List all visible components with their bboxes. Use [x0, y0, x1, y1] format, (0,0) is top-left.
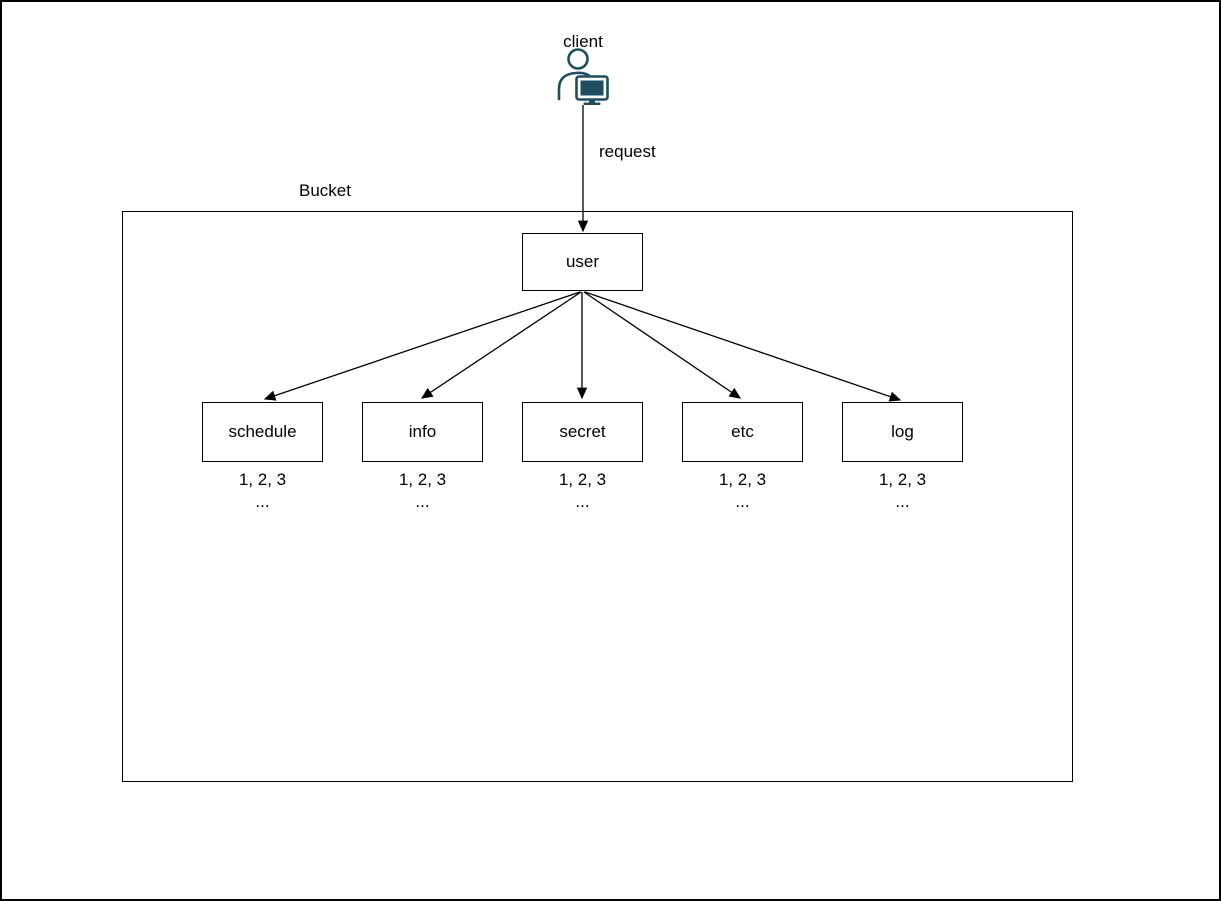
node-info: info [362, 402, 483, 462]
node-user-label: user [565, 252, 600, 271]
node-user: user [522, 233, 643, 291]
node-items-label: 1, 2, 3 [238, 470, 287, 489]
node-secret: secret [522, 402, 643, 462]
bucket-label: Bucket [299, 181, 351, 200]
node-ellipsis-label: ... [255, 492, 270, 511]
node-label: etc [731, 422, 754, 441]
bucket-container [122, 211, 1073, 782]
node-label: secret [559, 422, 606, 441]
client-label: client [563, 32, 603, 51]
request-label: request [599, 142, 656, 161]
node-ellipsis-label: ... [735, 492, 750, 511]
node-items-label: 1, 2, 3 [878, 470, 927, 489]
client-user-computer-icon [557, 48, 609, 105]
node-items-label: 1, 2, 3 [718, 470, 767, 489]
node-items-label: 1, 2, 3 [558, 470, 607, 489]
node-ellipsis-label: ... [415, 492, 430, 511]
node-label: info [408, 422, 437, 441]
node-etc: etc [682, 402, 803, 462]
node-log: log [842, 402, 963, 462]
node-ellipsis-label: ... [575, 492, 590, 511]
node-label: schedule [228, 422, 297, 441]
node-ellipsis-label: ... [895, 492, 910, 511]
node-schedule: schedule [202, 402, 323, 462]
node-items-label: 1, 2, 3 [398, 470, 447, 489]
node-label: log [891, 422, 914, 441]
